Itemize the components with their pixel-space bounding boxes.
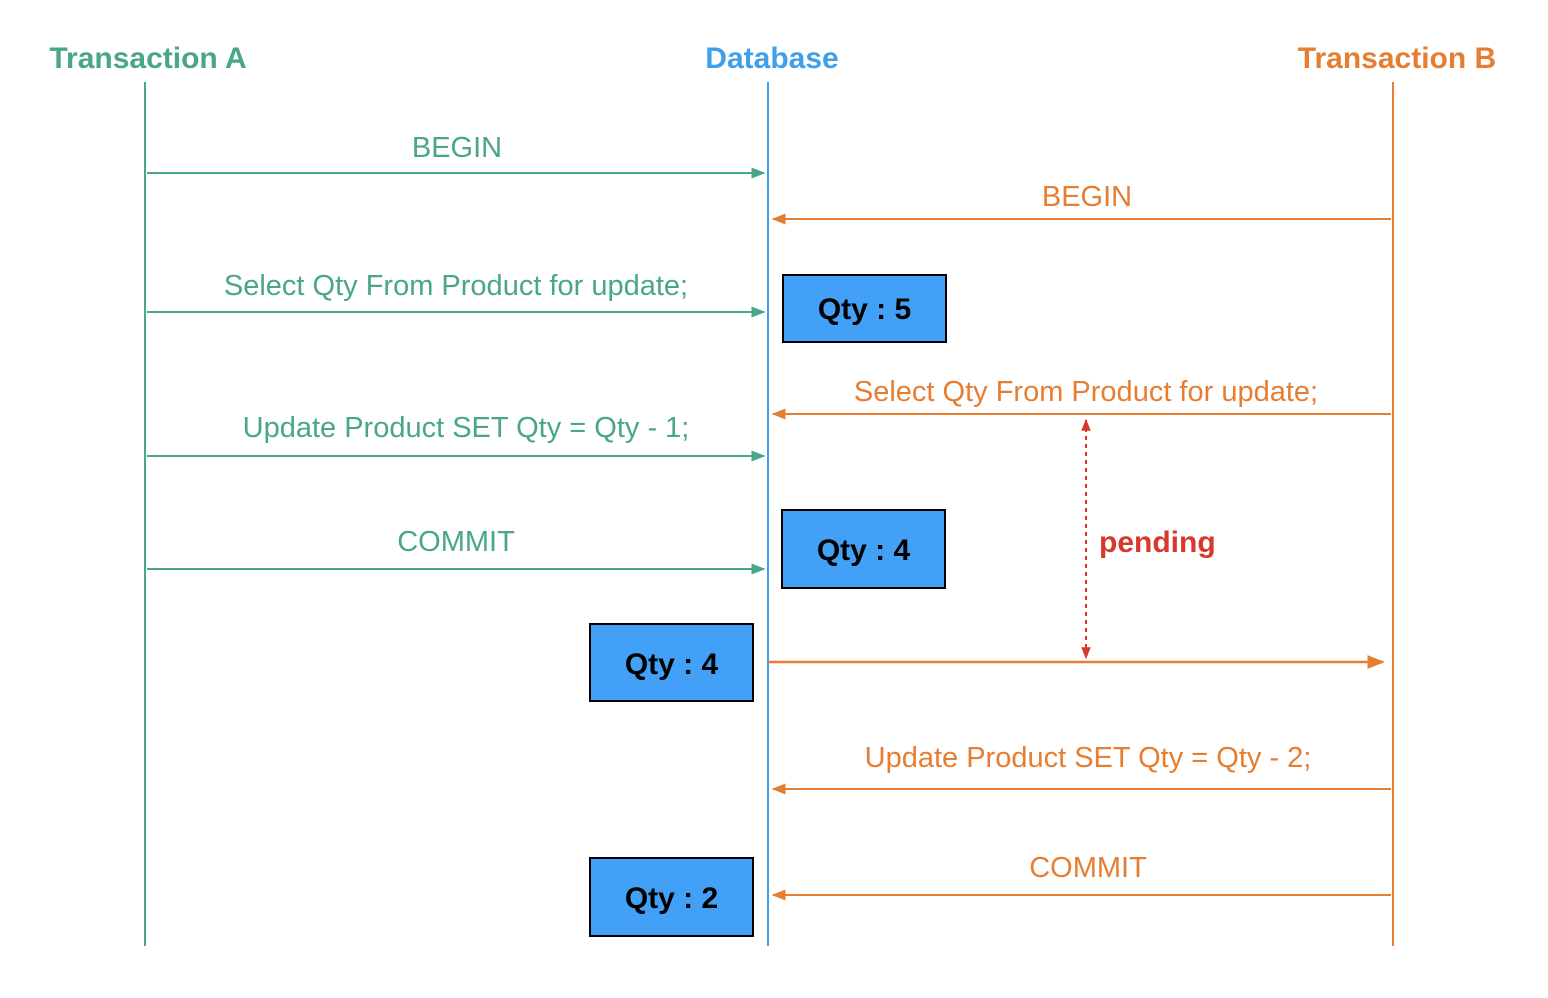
value-box-qty-initial: Qty : 5: [782, 274, 947, 343]
value-box-qty-final: Qty : 2: [589, 857, 754, 937]
value-qty-after-a-commit: Qty : 4: [817, 534, 911, 567]
message-a-update-label: Update Product SET Qty = Qty - 1;: [243, 412, 690, 444]
database-header: Database: [705, 42, 838, 75]
transaction-a-header: Transaction A: [49, 42, 246, 75]
message-a-select-label: Select Qty From Product for update;: [224, 270, 688, 302]
value-qty-final: Qty : 2: [625, 882, 718, 915]
message-b-select-label: Select Qty From Product for update;: [854, 376, 1318, 408]
message-b-begin-label: BEGIN: [1042, 181, 1132, 213]
transaction-b-header: Transaction B: [1298, 42, 1496, 75]
message-a-begin-label: BEGIN: [412, 132, 502, 164]
message-b-commit-label: COMMIT: [1029, 852, 1147, 884]
message-a-commit-label: COMMIT: [397, 526, 515, 558]
value-box-qty-read-by-b: Qty : 4: [589, 623, 754, 702]
value-qty-initial: Qty : 5: [818, 293, 911, 326]
value-qty-read-by-b: Qty : 4: [625, 648, 719, 681]
message-b-update-label: Update Product SET Qty = Qty - 2;: [865, 742, 1312, 774]
pending-label: pending: [1099, 526, 1216, 559]
value-box-qty-after-a-commit: Qty : 4: [781, 509, 946, 589]
